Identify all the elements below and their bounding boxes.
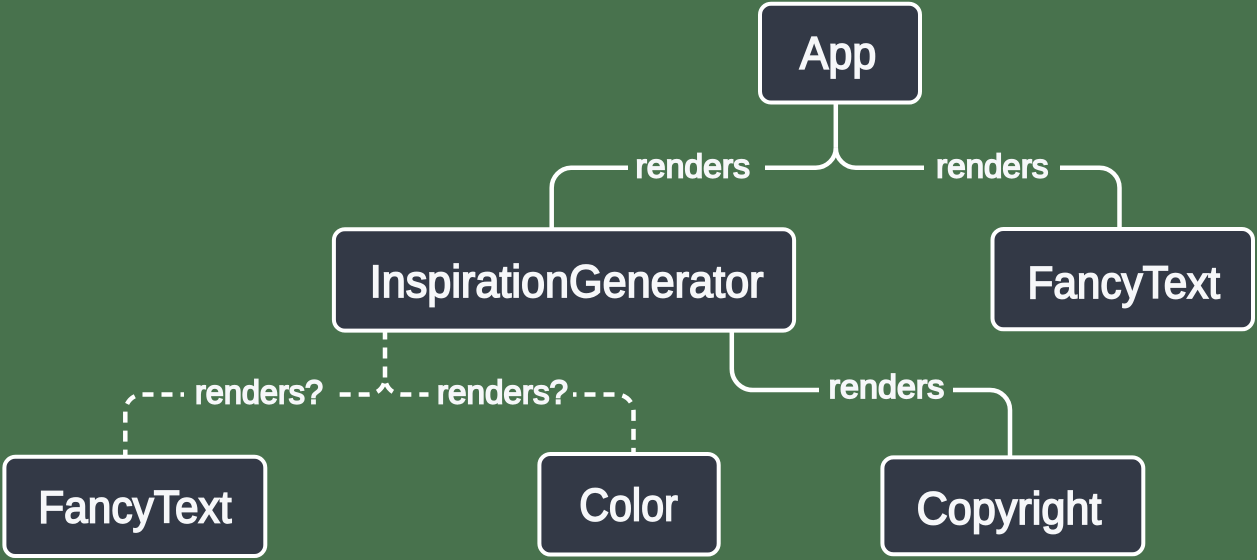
svg-text:App: App [800, 28, 877, 79]
svg-text:Copyright: Copyright [917, 483, 1102, 534]
svg-text:renders?: renders? [195, 374, 323, 411]
svg-text:renders?: renders? [437, 374, 568, 411]
svg-text:InspirationGenerator: InspirationGenerator [370, 256, 764, 307]
svg-text:renders: renders [829, 368, 945, 405]
svg-text:FancyText: FancyText [1028, 257, 1221, 308]
svg-text:renders: renders [936, 148, 1048, 185]
svg-text:FancyText: FancyText [38, 482, 232, 533]
svg-text:Color: Color [579, 480, 678, 531]
svg-text:renders: renders [636, 148, 751, 185]
